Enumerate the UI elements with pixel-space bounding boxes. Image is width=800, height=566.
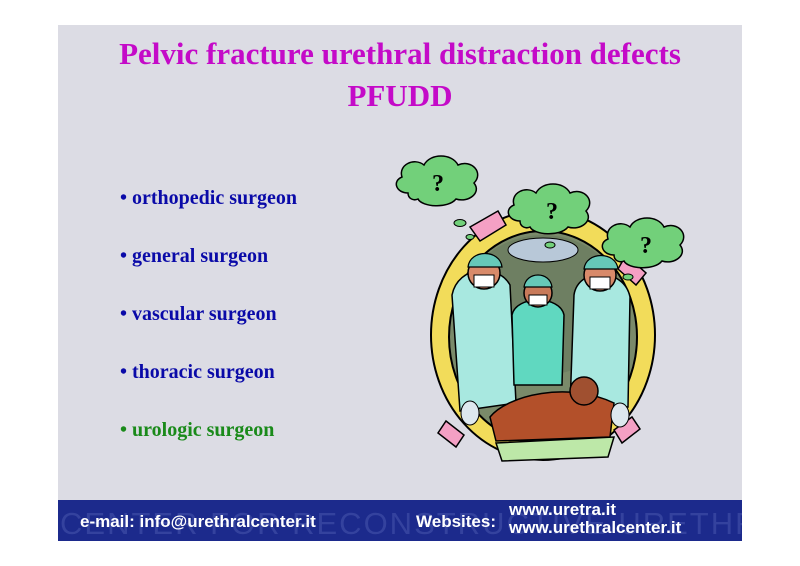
slide-title: Pelvic fracture urethral distraction def… bbox=[58, 33, 742, 117]
footer-website-1: www.uretra.it bbox=[509, 500, 617, 519]
title-line-2: PFUDD bbox=[347, 78, 453, 113]
question-mark-3: ? bbox=[640, 233, 652, 259]
footer-website-2: www.urethralcenter.it bbox=[509, 518, 682, 537]
list-item-urologic: • urologic surgeon bbox=[120, 419, 275, 441]
footer-email: e-mail: info@urethralcenter.it bbox=[80, 512, 316, 531]
footer-bar: CENTER FOR RECONSTRUCTIVE URETHRAL SURGE… bbox=[58, 500, 742, 541]
list-item-orthopedic: • orthopedic surgeon bbox=[120, 187, 298, 209]
title-line-1: Pelvic fracture urethral distraction def… bbox=[119, 36, 681, 71]
thought-cloud-middle: ? bbox=[507, 183, 591, 249]
footer-websites-label: Websites: bbox=[416, 512, 496, 531]
surgeons-illustration: ? ? ? bbox=[395, 155, 685, 462]
list-item-thoracic: • thoracic surgeon bbox=[120, 361, 275, 383]
footer-watermark: CENTER FOR RECONSTRUCTIVE URETHRAL SURGE… bbox=[60, 506, 742, 541]
thought-cloud-left: ? bbox=[395, 155, 479, 240]
question-mark-2: ? bbox=[546, 199, 558, 225]
question-mark-1: ? bbox=[432, 171, 444, 197]
slide: Pelvic fracture urethral distraction def… bbox=[58, 25, 742, 541]
thought-cloud-right: ? bbox=[601, 217, 685, 281]
list-item-general: • general surgeon bbox=[120, 245, 269, 267]
list-item-vascular: • vascular surgeon bbox=[120, 303, 277, 325]
